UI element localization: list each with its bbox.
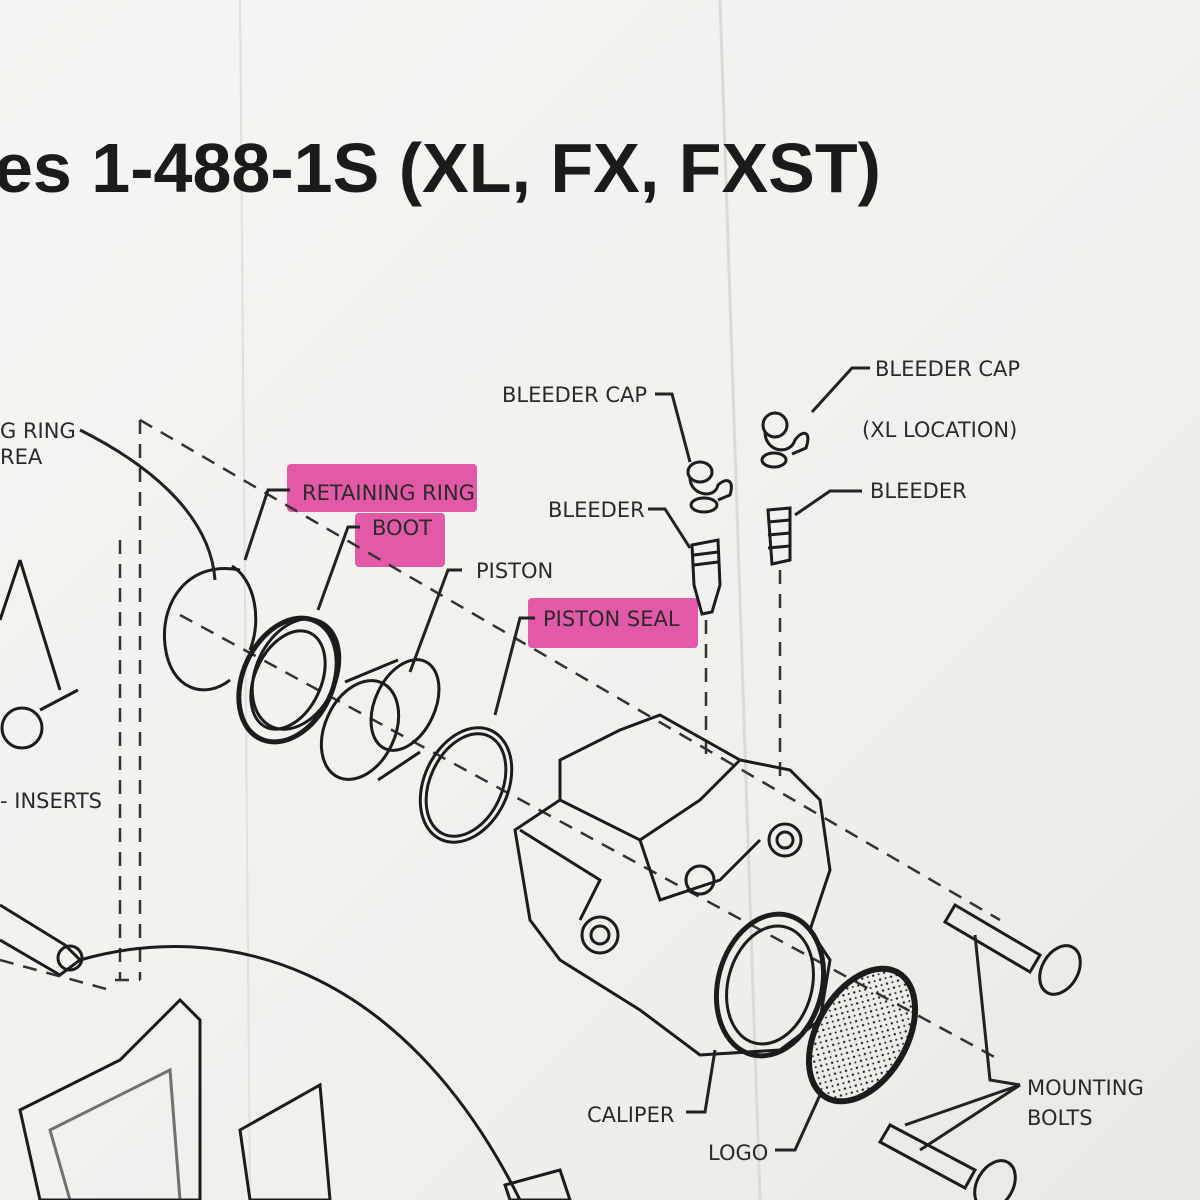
bleeder-cap-left-part — [686, 460, 733, 514]
piston-part — [319, 658, 441, 782]
partial-part-bottom — [503, 1168, 572, 1200]
fold-crease — [718, 0, 762, 1200]
label-bolts: BOLTS — [1027, 1106, 1093, 1130]
retaining-ring-part — [162, 564, 258, 692]
insert-pin-part — [0, 688, 79, 750]
dashed-boundary — [0, 958, 111, 992]
label-xl-location: (XL LOCATION) — [862, 418, 1017, 442]
label-bleeder-left: BLEEDER — [548, 498, 645, 522]
mounting-bolt-lower — [877, 1123, 1017, 1200]
label-inserts: - INSERTS — [0, 789, 102, 813]
highlight-retaining-ring — [287, 464, 477, 512]
rotor-arc — [79, 945, 522, 1200]
label-bleeder-cap-left: BLEEDER CAP — [502, 383, 647, 407]
leader-lines — [79, 366, 1021, 1152]
label-mounting: MOUNTING — [1027, 1076, 1144, 1100]
bleeder-cap-right-part — [760, 411, 810, 469]
highlight-boot — [355, 513, 445, 567]
piston-seal-part — [418, 726, 514, 844]
dashed-axis-top — [139, 418, 1001, 922]
caliper-part — [513, 713, 832, 1059]
label-piston-seal: PISTON SEAL — [543, 607, 680, 631]
label-logo: LOGO — [708, 1141, 768, 1165]
label-retaining-ring: RETAINING RING — [302, 481, 475, 505]
fold-crease — [239, 0, 251, 1200]
label-retaining-ring-left-area: REA — [0, 445, 43, 469]
brake-pad-part — [18, 997, 332, 1200]
logo-part — [805, 965, 919, 1105]
label-bleeder-right: BLEEDER — [870, 479, 967, 503]
label-piston: PISTON — [476, 559, 553, 583]
mounting-bolt-upper — [942, 902, 1082, 996]
label-caliper: CALIPER — [587, 1103, 674, 1127]
highlight-piston-seal — [528, 598, 698, 648]
bleeder-left-part — [690, 538, 722, 616]
bleeder-right-part — [766, 506, 792, 566]
leader-lines-left — [0, 559, 62, 691]
boot-part — [236, 615, 342, 745]
page-title: es 1-488-1S (XL, FX, FXST) — [0, 129, 881, 207]
label-bleeder-cap-right: BLEEDER CAP — [875, 357, 1020, 381]
label-retaining-ring-left: G RING — [0, 419, 76, 443]
label-boot: BOOT — [372, 516, 432, 540]
